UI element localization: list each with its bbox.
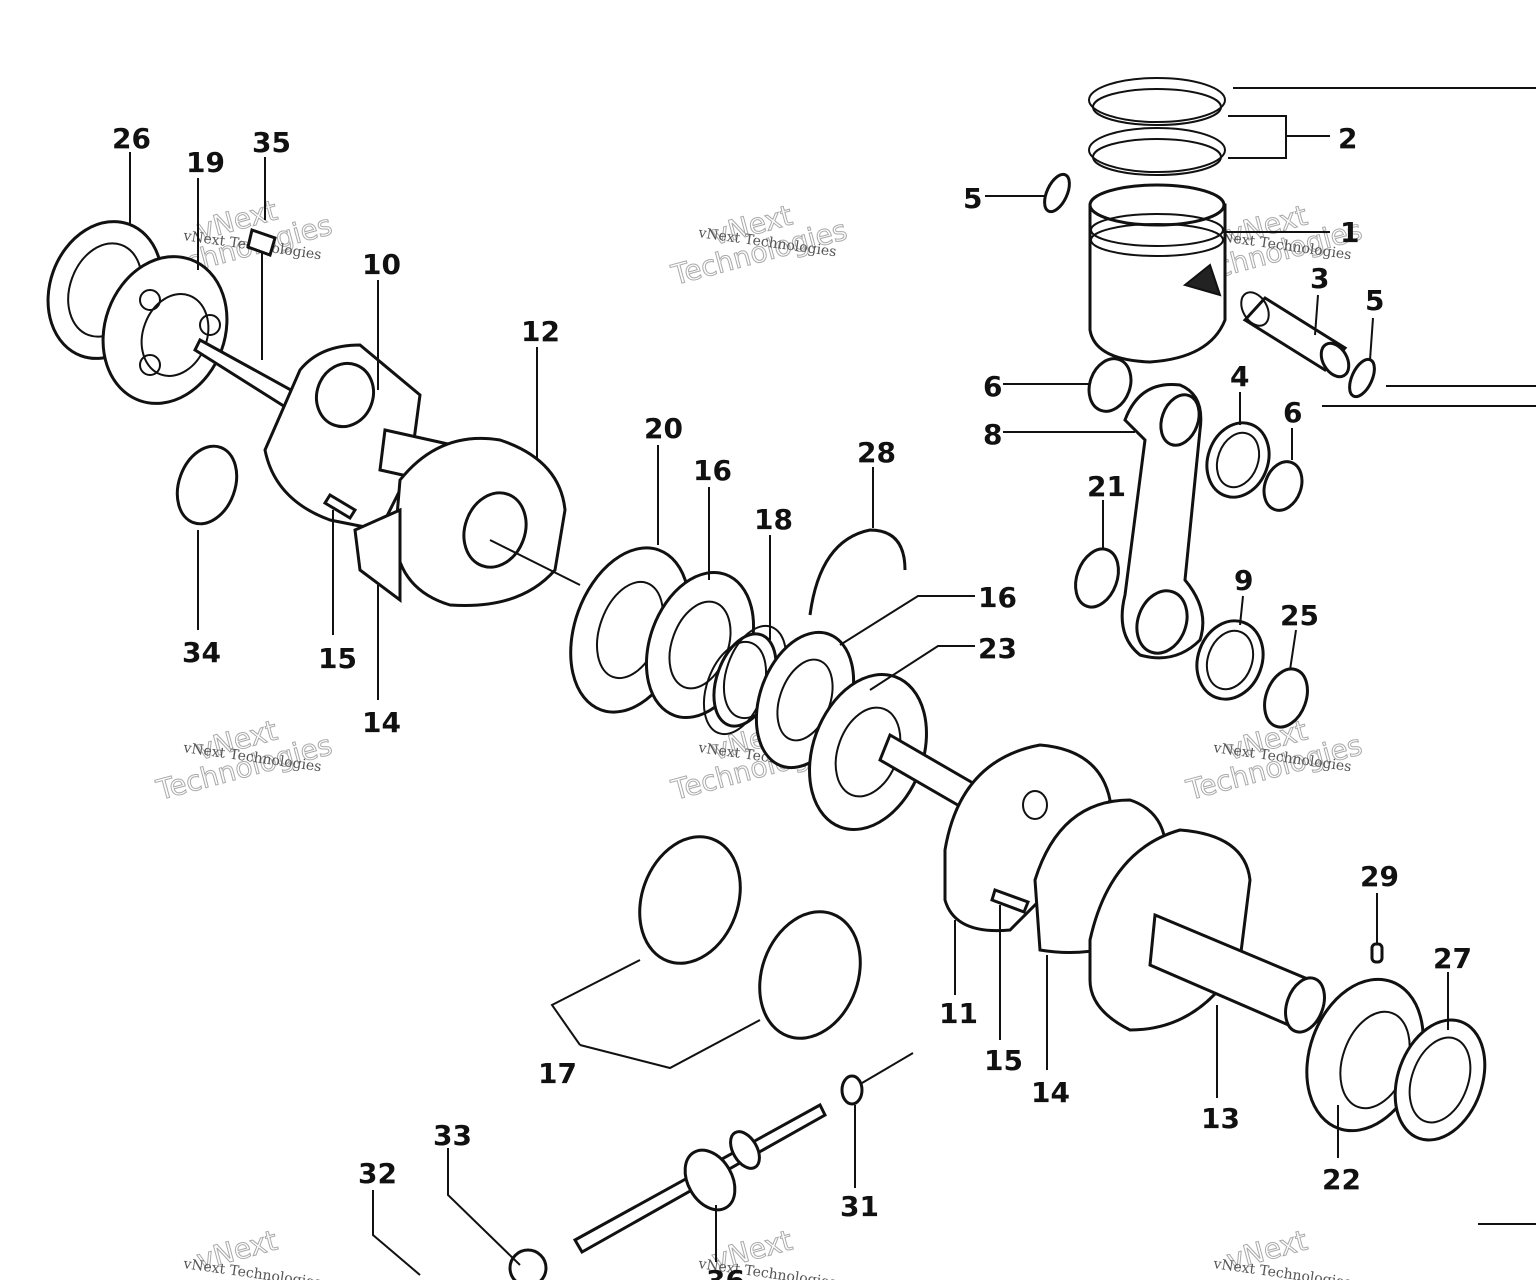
dowel-pin-29 [1370, 942, 1384, 964]
pin-15-left [322, 492, 358, 521]
callout-13: 13 [1201, 1102, 1240, 1135]
callout-34: 34 [182, 636, 221, 669]
oil-seal-27 [1393, 1018, 1487, 1142]
washer-21 [1074, 547, 1120, 609]
connecting-rod [1120, 382, 1205, 660]
crank-web-12 [353, 436, 567, 608]
callout-8: 8 [983, 418, 1002, 451]
snap-ring-28 [808, 528, 907, 616]
callout-16-lower: 16 [978, 581, 1017, 614]
washer-25 [1263, 667, 1309, 729]
piston-pin [1240, 291, 1351, 379]
pin-15-right [990, 888, 1030, 914]
washer-31 [840, 1074, 864, 1106]
callout-33: 33 [433, 1119, 472, 1152]
washer-33 [508, 1248, 548, 1280]
woodruff-key [246, 228, 277, 257]
watermark-bottom-right: vNext vNext Technologies [1211, 1223, 1352, 1280]
watermark-mid-right: Technologies vNext vNext Technologies [1182, 713, 1366, 807]
callout-9: 9 [1234, 564, 1253, 597]
watermark-mid-left: Technologies vNext vNext Technologies [152, 713, 336, 807]
callout-14-left: 14 [362, 706, 401, 739]
callout-22: 22 [1322, 1163, 1361, 1196]
retaining-rings-17 [638, 835, 862, 1040]
callout-12: 12 [521, 315, 560, 348]
callout-35: 35 [252, 126, 291, 159]
callout-27: 27 [1433, 942, 1472, 975]
callout-6-right: 6 [1283, 396, 1302, 429]
washer-34 [175, 444, 239, 526]
callout-3: 3 [1310, 262, 1329, 295]
callout-19: 19 [186, 146, 225, 179]
callout-26: 26 [112, 122, 151, 155]
thrust-washer-upper-left [1087, 357, 1133, 413]
callout-28: 28 [857, 436, 896, 469]
callout-31: 31 [840, 1190, 879, 1223]
ball-bearing-23 [808, 673, 928, 831]
drive-gear-shaft [572, 1102, 827, 1255]
callout-1: 1 [1340, 216, 1359, 249]
watermark-top-center: Technologies vNext vNext Technologies [667, 198, 851, 292]
needle-bearing-small-end [1205, 421, 1271, 499]
crankshaft-left-stub [193, 337, 303, 413]
callout-32: 32 [358, 1157, 397, 1190]
piston-rings [1088, 77, 1226, 176]
callout-20: 20 [644, 412, 683, 445]
callout-25: 25 [1280, 599, 1319, 632]
callout-10: 10 [362, 248, 401, 281]
circlip-left [1043, 172, 1071, 214]
watermark-bottom-left: vNext vNext Technologies [181, 1223, 322, 1280]
leader-lines [129, 115, 1449, 1276]
callout-23: 23 [978, 632, 1017, 665]
callout-18: 18 [754, 503, 793, 536]
crank-half-13 [1088, 828, 1326, 1034]
thrust-washer-upper-right [1262, 460, 1304, 512]
piston [1088, 183, 1227, 364]
callout-6-left: 6 [983, 370, 1002, 403]
callout-4: 4 [1230, 360, 1249, 393]
callout-16-upper: 16 [693, 454, 732, 487]
callout-11: 11 [939, 997, 978, 1030]
callout-2: 2 [1338, 122, 1357, 155]
callout-5-right: 5 [1365, 284, 1384, 317]
callout-15-right: 15 [984, 1044, 1023, 1077]
callout-21: 21 [1087, 470, 1126, 503]
callout-29: 29 [1360, 860, 1399, 893]
callout-5-left: 5 [963, 182, 982, 215]
crank-half-11 [943, 743, 1112, 933]
callout-15-left: 15 [318, 642, 357, 675]
callout-36: 36 [706, 1264, 745, 1280]
callout-17: 17 [538, 1057, 577, 1090]
needle-bearing-big-end [1195, 619, 1265, 701]
callout-14-right: 14 [1031, 1076, 1070, 1109]
